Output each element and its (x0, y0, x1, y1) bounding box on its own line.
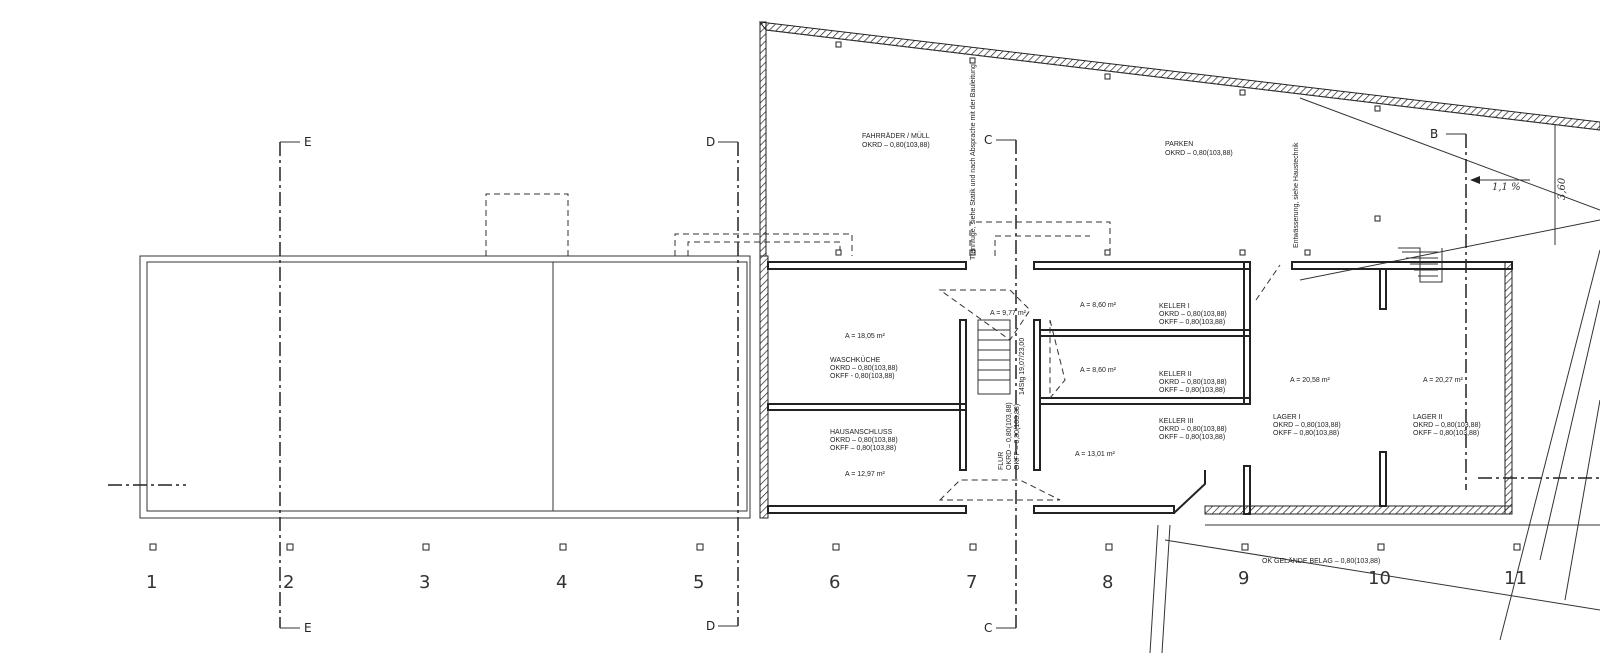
room-name: LAGER II (1413, 414, 1443, 421)
axis-labels: 1 2 3 4 5 6 7 8 9 10 11 (146, 568, 1527, 593)
room-area: A = 8,60 m² (1080, 302, 1117, 309)
room-name: KELLER II (1159, 371, 1192, 378)
room-okrd: OKRD – 0,80(103,88) (1159, 379, 1227, 386)
room-keller1: A = 8,60 m² KELLER I OKRD – 0,80(103,88)… (1080, 302, 1227, 326)
dimension-note: 3,60 (1557, 177, 1568, 200)
room-flur: A = 9,77 m² FLUR OKRD – 0,80(103,88) OKF… (990, 310, 1027, 470)
room-parken: PARKEN OKRD – 0,80(103,88) (1165, 141, 1233, 157)
interior-stair (977, 319, 1011, 395)
section-label-b: B (1430, 127, 1438, 141)
room-name: KELLER III (1159, 418, 1194, 425)
room-okff: OKFF – 0,80(103,88) (830, 445, 896, 452)
terrain-lines (1149, 249, 1600, 653)
room-okrd: OKRD – 0,80(103,88) (1159, 426, 1227, 433)
room-okrd: OKRD – 0,80(103,88) (1006, 402, 1013, 470)
room-area: A = 12,97 m² (845, 471, 886, 478)
section-label-e-bottom: E (304, 621, 312, 635)
room-okrd: OKRD – 0,80(103,88) (830, 365, 898, 372)
room-area: A = 8,60 m² (1080, 367, 1117, 374)
section-label-c-bottom: C (984, 621, 992, 635)
section-labels: E E D D C C B (304, 127, 1438, 635)
axis-label: 11 (1504, 568, 1527, 589)
room-keller3: A = 13,01 m² KELLER III OKRD – 0,80(103,… (1075, 418, 1227, 458)
room-area: A = 20,58 m² (1290, 377, 1331, 384)
room-name: KELLER I (1159, 303, 1190, 310)
basement-walls (759, 255, 1513, 519)
axis-label: 7 (966, 572, 977, 593)
axis-label: 3 (419, 572, 430, 593)
room-okff: OKFF – 0,80(103,88) (1159, 434, 1225, 441)
axis-label: 9 (1238, 568, 1249, 589)
room-okrd: OKRD – 0,80(103,88) (1165, 150, 1233, 157)
room-name: HAUSANSCHLUSS (830, 429, 893, 436)
existing-building-outline (139, 255, 751, 519)
room-name: WASCHKÜCHE (830, 356, 881, 364)
axis-label: 10 (1368, 568, 1391, 589)
section-label-c: C (984, 133, 992, 147)
axis-label: 4 (556, 572, 567, 593)
gefaelle-note: 1,1 % (1492, 182, 1521, 193)
room-name: LAGER I (1273, 414, 1301, 421)
room-area: A = 9,77 m² (990, 310, 1027, 317)
axis-grid (149, 543, 1521, 551)
axis-label: 5 (693, 572, 704, 593)
room-lager1: A = 20,58 m² LAGER I OKRD – 0,80(103,88)… (1273, 377, 1341, 437)
room-fahrraeder: FAHRRÄDER / MÜLL OKRD – 0,80(103,88) (862, 132, 930, 149)
gelaende-note: OK GELÄNDE BELAG – 0,80(103,88) (1262, 557, 1380, 565)
room-area: A = 20,27 m² (1423, 377, 1464, 384)
axis-label: 2 (283, 572, 294, 593)
plan-notes: Trennfuge, siehe Statik und nach Absprac… (970, 64, 1568, 565)
room-name: FLUR (998, 452, 1005, 470)
section-label-e: E (304, 135, 312, 149)
room-okrd: OKRD – 0,80(103,88) (1273, 422, 1341, 429)
room-okff: OKFF – 0,80(103,88) (1159, 387, 1225, 394)
room-okff: OKFF – 0,80(103,88) (1413, 430, 1479, 437)
room-okff: OKFF – 0,80(103,88) (1014, 404, 1021, 470)
room-name: FAHRRÄDER / MÜLL (862, 132, 930, 140)
room-okrd: OKRD – 0,80(103,88) (1159, 311, 1227, 318)
room-waschkueche: A = 18,05 m² WASCHKÜCHE OKRD – 0,80(103,… (830, 333, 898, 380)
room-area: A = 13,01 m² (1075, 451, 1116, 458)
entwaesserung-note: Entwässerung, siehe Haustechnik (1293, 142, 1300, 248)
room-okrd: OKRD – 0,80(103,88) (862, 142, 930, 149)
section-lines (108, 133, 1600, 629)
trennfuge-note: Trennfuge, siehe Statik und nach Absprac… (970, 64, 977, 260)
room-keller2: A = 8,60 m² KELLER II OKRD – 0,80(103,88… (1080, 367, 1227, 394)
stair-label: 14Stg 19,07/23,00 (1019, 338, 1026, 395)
room-okff: OKFF – 0,80(103,88) (1273, 430, 1339, 437)
door-markers (938, 264, 1281, 501)
upper-courtyard-outline (758, 21, 1600, 281)
room-area: A = 18,05 m² (845, 333, 886, 340)
axis-label: 1 (146, 572, 157, 593)
room-okff: OKFF - 0,80(103,88) (830, 373, 895, 380)
room-okrd: OKRD – 0,80(103,88) (1413, 422, 1481, 429)
axis-label: 8 (1102, 572, 1113, 593)
room-lager2: A = 20,27 m² LAGER II OKRD – 0,80(103,88… (1413, 377, 1481, 437)
section-label-d-bottom: D (706, 619, 715, 633)
upper-columns (835, 41, 1381, 256)
room-okff: OKFF – 0,80(103,88) (1159, 319, 1225, 326)
room-hausanschluss: HAUSANSCHLUSS OKRD – 0,80(103,88) OKFF –… (830, 429, 898, 478)
room-okrd: OKRD – 0,80(103,88) (830, 437, 898, 444)
axis-label: 6 (829, 572, 840, 593)
section-label-d: D (706, 135, 715, 149)
room-name: PARKEN (1165, 141, 1193, 148)
